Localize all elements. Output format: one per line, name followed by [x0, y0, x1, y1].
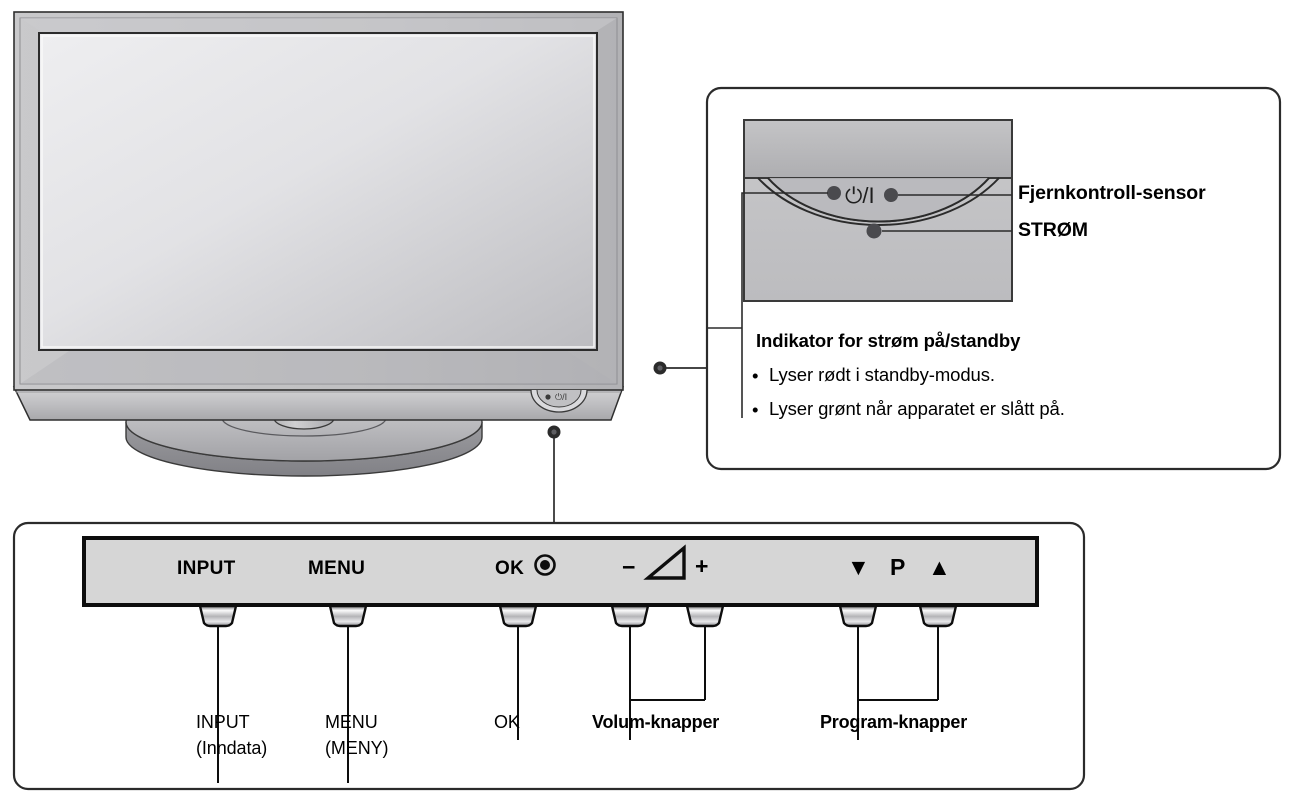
control-panel-callout-box	[12, 521, 1086, 791]
label-remote-sensor: Fjernkontroll-sensor	[1018, 182, 1206, 204]
panel-key-program-letter: P	[890, 554, 906, 580]
legend-volume: Volum-knapper	[592, 712, 720, 732]
bullet-glyph-2: •	[752, 399, 759, 420]
panel-button	[610, 604, 650, 628]
panel-button	[328, 604, 368, 628]
power-symbol-icon: ⏻/I	[845, 183, 875, 208]
bullet-glyph-1: •	[752, 365, 759, 386]
power-detail-illustration	[743, 119, 1013, 302]
panel-button	[918, 604, 958, 628]
legend-ok: OK	[494, 712, 520, 732]
label-power: STRØM	[1018, 219, 1088, 241]
panel-button	[685, 604, 725, 628]
legend-input-line1: INPUT	[196, 712, 250, 732]
control-panel-buttons	[198, 604, 958, 628]
panel-key-menu[interactable]: MENU	[308, 558, 366, 579]
legend-input-line2: (Inndata)	[196, 738, 268, 758]
panel-key-volume-down[interactable]: −	[622, 554, 636, 580]
callout-connectors	[547, 361, 712, 523]
panel-key-volume-up[interactable]: +	[695, 553, 709, 579]
panel-leader-lines	[217, 626, 939, 783]
panel-button	[838, 604, 878, 628]
indicator-bullet-1: Lyser rødt i standby-modus.	[769, 364, 995, 385]
tv-power-indicator-area: ⏻/I	[530, 389, 588, 413]
panel-key-ok[interactable]: OK	[495, 558, 525, 579]
tv-screen	[38, 32, 598, 351]
legend-program: Program-knapper	[820, 712, 968, 732]
power-led-dot	[866, 223, 882, 239]
panel-key-input[interactable]: INPUT	[177, 558, 236, 579]
indicator-bullet-2: Lyser grønt når apparatet er slått på.	[769, 398, 1065, 419]
tv-bottom-bar	[12, 386, 625, 421]
legend-menu-line2: (MENY)	[325, 738, 389, 758]
ok-dot-icon	[534, 554, 556, 576]
power-indicator-callout-box	[705, 86, 1282, 471]
volume-wedge-icon	[643, 544, 686, 580]
legend-menu-line1: MENU	[325, 712, 378, 732]
panel-button	[498, 604, 538, 628]
sensor-dot-right	[884, 188, 898, 202]
panel-key-program-up[interactable]: ▲	[928, 554, 951, 580]
tv-illustration: ⏻/I	[12, 11, 625, 477]
sensor-dot-left	[827, 186, 841, 200]
panel-button	[198, 604, 238, 628]
panel-key-program-down[interactable]: ▼	[847, 554, 870, 580]
svg-text:⏻/I: ⏻/I	[555, 392, 567, 402]
indicator-title: Indikator for strøm på/standby	[756, 330, 1021, 351]
